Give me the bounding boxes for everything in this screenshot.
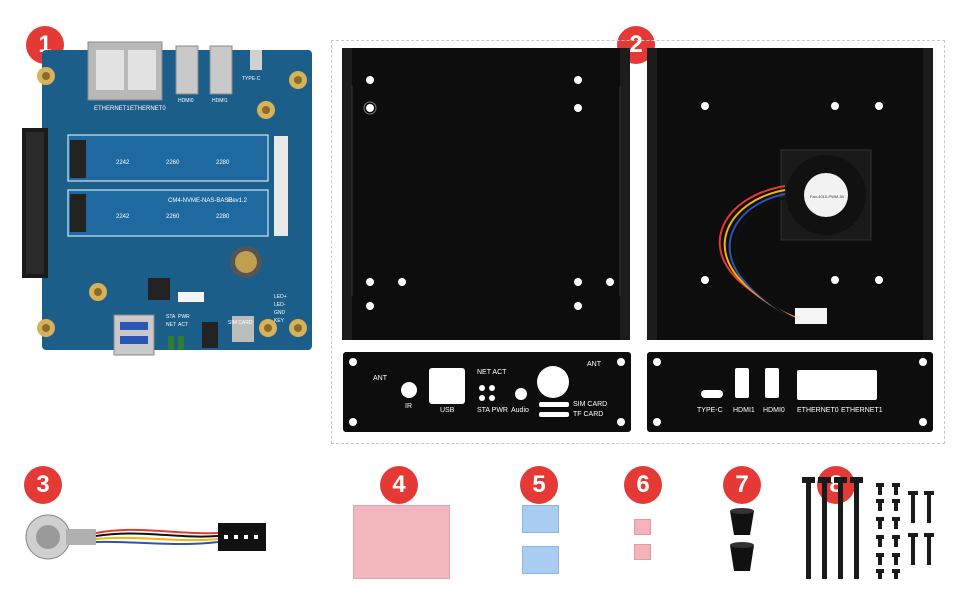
board-rev: Rev1.2	[228, 198, 248, 204]
audio-label: Audio	[511, 407, 529, 414]
eth1-label: ETHERNET1	[94, 106, 130, 112]
typec-label: TYPE-C	[242, 76, 261, 82]
side-label: KEY	[274, 318, 285, 324]
thermal-pad-small	[634, 544, 651, 560]
item-badge-3: 3	[24, 466, 62, 504]
eth1-label: ETHERNET1	[841, 407, 883, 414]
thermal-pad-small	[634, 519, 651, 535]
cooling-fan: Fan-4010-PWM-5V	[780, 149, 872, 241]
hdmi0-label: HDMI0	[763, 407, 785, 414]
hdmi0-label: HDMI0	[178, 98, 194, 104]
eth0-label: ETHERNET0	[797, 407, 839, 414]
netact-label: NET ACT	[477, 369, 507, 376]
stapwr-label: STA PWR	[477, 407, 508, 414]
ant-label: ANT	[373, 375, 388, 382]
m2-label: 2260	[166, 214, 180, 220]
case-group-frame	[331, 40, 945, 444]
m2-label: 2280	[216, 214, 230, 220]
side-label: LED-	[274, 302, 286, 308]
tfcard-label: TF CARD	[573, 411, 603, 418]
typec-label: TYPE-C	[697, 407, 723, 414]
m2-label: 2280	[216, 160, 230, 166]
thermal-pad-large	[353, 505, 450, 579]
act-label: ACT	[178, 322, 188, 328]
rear-panel: TYPE-C HDMI1 HDMI0 ETHERNET0 ETHERNET1	[647, 352, 933, 432]
screw-set	[802, 477, 934, 579]
item-badge-5: 5	[520, 466, 558, 504]
usb-label: USB	[440, 407, 455, 414]
m2-label: 2242	[116, 214, 130, 220]
pwr-label: PWR	[178, 314, 190, 320]
simcard-label: SIM CARD	[573, 401, 607, 408]
usb-label: USB	[122, 358, 133, 364]
board-name: CM4-NVME-NAS-BASE	[168, 198, 232, 204]
front-panel: ANT ANT IR USB NET ACT STA PWR Audio SIM…	[343, 352, 631, 432]
ant-label: ANT	[587, 361, 602, 368]
thermal-pad-blue	[522, 546, 559, 574]
rubber-feet	[730, 508, 754, 571]
side-label: GND	[274, 310, 286, 316]
ir-label: IR	[405, 403, 412, 410]
item-badge-7: 7	[723, 466, 761, 504]
power-button-cable	[25, 514, 266, 560]
item-badge-4: 4	[380, 466, 418, 504]
thermal-pad-blue	[522, 505, 559, 533]
case-shell-left	[342, 48, 630, 340]
case-shell-right: Fan-4010-PWM-5V	[647, 48, 933, 340]
m2-label: 2260	[166, 160, 180, 166]
hdmi1-label: HDMI1	[212, 98, 228, 104]
m2-label: 2242	[116, 160, 130, 166]
side-label: LED+	[274, 294, 287, 300]
hdmi1-label: HDMI1	[733, 407, 755, 414]
carrier-board: ETHERNET1 ETHERNET0 HDMI0 HDMI1 TYPE-C 2…	[22, 41, 312, 364]
fan-label: Fan-4010-PWM-5V	[810, 194, 845, 199]
simcard-label: SIM CARD	[228, 320, 253, 326]
net-label: NET	[166, 322, 176, 328]
sta-label: STA	[166, 314, 176, 320]
item-badge-6: 6	[624, 466, 662, 504]
eth0-label: ETHERNET0	[130, 106, 166, 112]
